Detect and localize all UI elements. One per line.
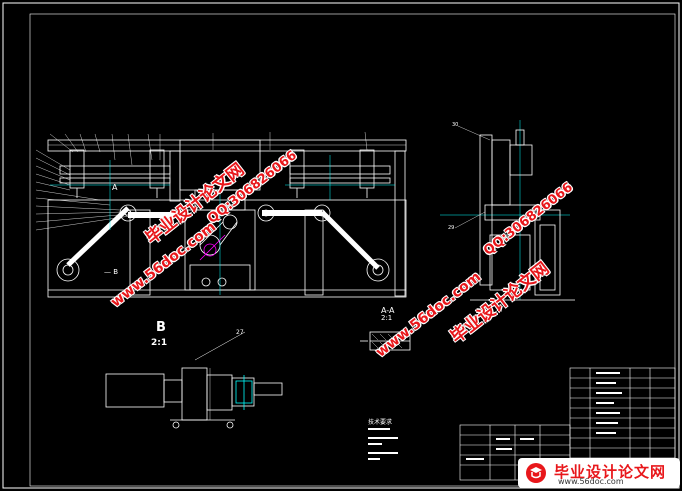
view-a-label: A — [112, 183, 118, 192]
title-block — [459, 367, 676, 481]
front-view — [35, 131, 407, 298]
detail-b — [105, 331, 283, 429]
center-lines — [50, 120, 570, 300]
tech-notes — [368, 428, 398, 460]
part-number-27: 27 — [236, 329, 244, 336]
drawing-inner-frame — [29, 13, 676, 487]
view-b-label: — B — [104, 268, 119, 276]
part-number-29: 29 — [448, 225, 455, 231]
magenta-details — [199, 234, 226, 261]
brand-name: 毕业设计论文网 — [554, 463, 667, 481]
brand-badge: 毕业设计论文网 www.56doc.com — [518, 458, 680, 488]
detail-b-label: B — [156, 320, 166, 335]
brand-url: www.56doc.com — [558, 477, 624, 486]
section-aa-scale: 2:1 — [381, 314, 393, 322]
bom-text-marks — [466, 372, 622, 460]
part-number-30: 30 — [452, 122, 459, 128]
section-aa-label: A-A — [381, 306, 395, 315]
detail-b-fitting — [235, 375, 253, 410]
side-view — [454, 125, 575, 301]
brand-logo-icon — [526, 463, 546, 483]
section-aa — [360, 331, 411, 351]
detail-b-scale: 2:1 — [151, 338, 168, 348]
tech-notes-title: 技术要求 — [368, 419, 393, 426]
